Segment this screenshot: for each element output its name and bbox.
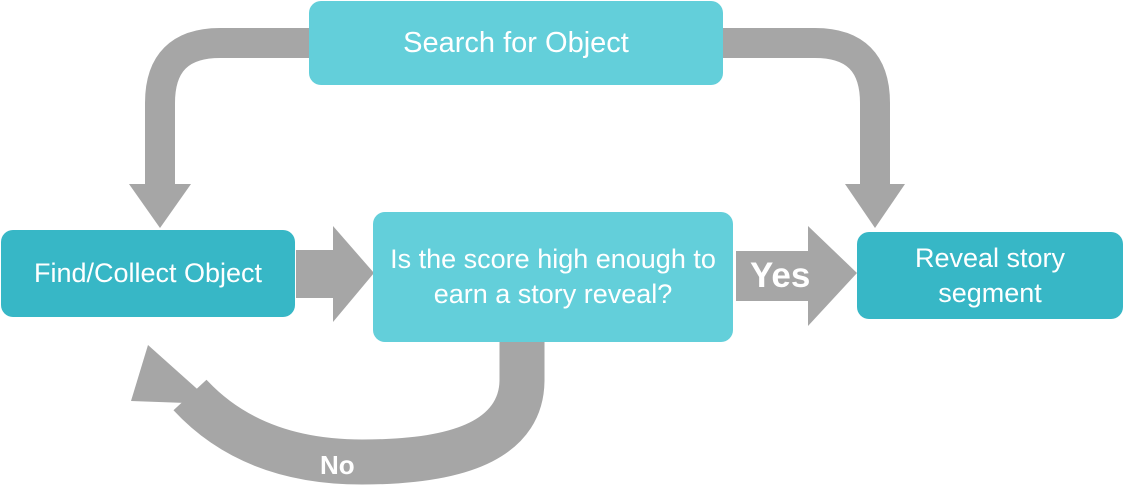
node-find-label: Find/Collect Object xyxy=(33,258,263,288)
arrow-question-to-find-no-head xyxy=(131,345,214,404)
arrow-question-to-find-no xyxy=(173,342,545,485)
node-search-label: Search for Object xyxy=(403,26,629,59)
arrow-question-to-reveal xyxy=(736,226,857,326)
node-find-collect-object: Find/Collect Object xyxy=(1,230,295,317)
arrow-search-to-reveal-head xyxy=(845,184,905,228)
arrow-search-to-find xyxy=(145,28,309,200)
edge-label-yes: Yes xyxy=(750,256,811,295)
node-reveal-label: Reveal story segment xyxy=(914,242,1066,308)
node-reveal-story-segment: Reveal story segment xyxy=(857,232,1123,319)
node-search-for-object: Search for Object xyxy=(309,1,723,85)
arrow-search-to-find-head xyxy=(129,184,191,228)
node-score-question: Is the score high enough to earn a story… xyxy=(373,212,733,342)
edge-label-no: No xyxy=(320,450,355,480)
arrow-search-to-reveal xyxy=(723,28,890,200)
node-question-label: Is the score high enough to earn a story… xyxy=(390,244,716,309)
arrow-find-to-question xyxy=(296,226,374,322)
